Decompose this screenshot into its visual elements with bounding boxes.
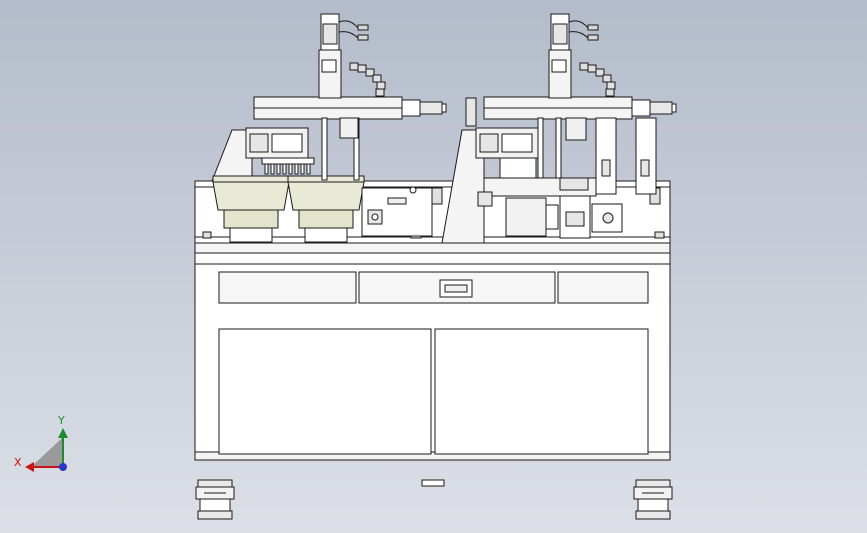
cabinet-base-rail <box>194 451 671 461</box>
cabinet-foot-tab <box>421 479 445 487</box>
caster-left <box>195 479 235 520</box>
door-right[interactable] <box>434 328 649 455</box>
drawer-left[interactable] <box>218 271 357 304</box>
cabinet-top-rail <box>194 242 671 254</box>
left-cable-chain <box>349 62 386 97</box>
right-motor-block <box>505 197 547 237</box>
right-guide-plate <box>595 117 617 195</box>
drawer-right[interactable] <box>557 271 649 304</box>
coordinate-triad <box>25 428 68 472</box>
right-cable-chain <box>579 62 616 97</box>
right-z-axis[interactable] <box>548 49 572 99</box>
left-z-axis[interactable] <box>318 49 342 99</box>
axis-label-y: Y <box>58 414 65 427</box>
door-left[interactable] <box>218 328 432 455</box>
caster-right <box>633 479 673 520</box>
bowl-feeder-left[interactable] <box>212 175 290 243</box>
left-gripper-comb <box>261 157 315 175</box>
right-outer-plate <box>635 117 657 195</box>
axis-label-x: X <box>14 456 22 469</box>
